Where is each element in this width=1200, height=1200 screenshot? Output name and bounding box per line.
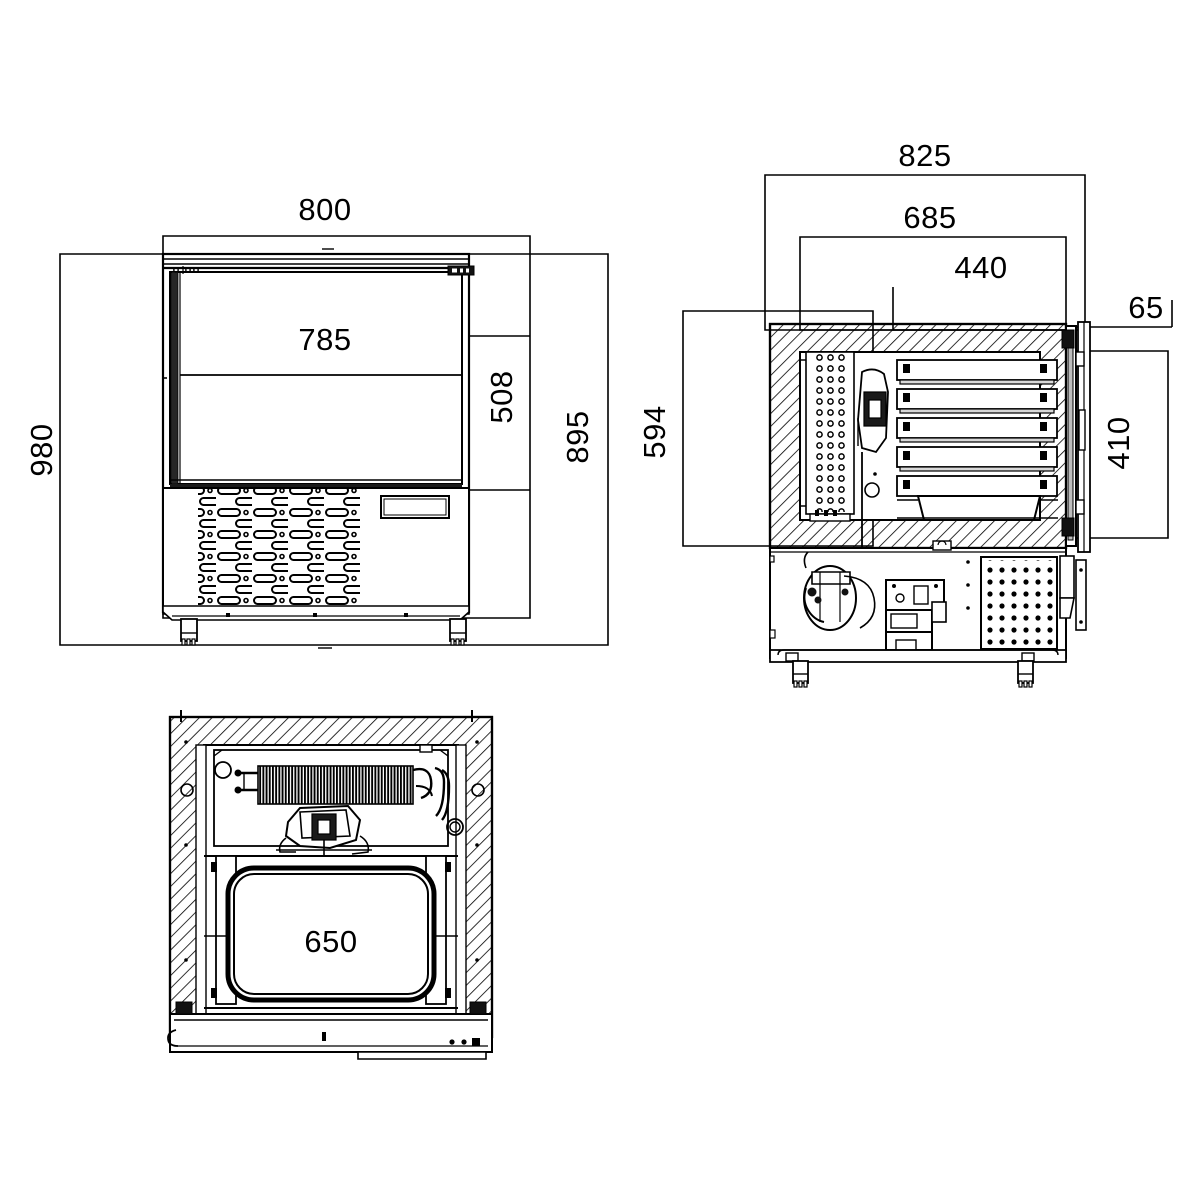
dim-bracket-410 [1070,350,1169,539]
side-section-view: 825 685 440 65 594 410 [637,138,1173,688]
dim-label-685: 685 [903,200,956,235]
side-service-panel [1059,555,1087,631]
dim-label-895: 895 [560,410,595,463]
side-leg-right [1017,660,1034,688]
tray-shelf [896,417,1058,443]
plan-front-frame [167,1001,493,1060]
dim-label-980: 980 [24,423,59,476]
dim-label-440: 440 [954,250,1007,285]
tray-shelf [896,388,1058,414]
front-condenser-grille [198,488,360,606]
front-door-panel[interactable] [169,271,463,488]
dim-label-785: 785 [298,322,351,357]
front-leg-right [449,618,467,646]
dim-label-410: 410 [1101,416,1136,469]
dim-label-825: 825 [898,138,951,173]
side-door-leaf[interactable] [1061,321,1091,553]
side-tray-stack [896,359,1058,521]
side-compressor [803,551,876,631]
front-elevation-view: 800 785 980 895 508 [24,192,609,649]
tray-shelf [896,446,1058,472]
dim-label-800: 800 [298,192,351,227]
plan-evaporator-coil [234,765,451,821]
dim-bracket-825 [764,174,1086,331]
side-leg-left [792,660,809,688]
plan-fan-shroud [276,804,372,856]
front-control-display[interactable] [447,265,475,276]
front-leg-left [180,618,198,646]
side-drip-pan [916,495,1042,521]
front-base-and-legs [162,605,470,649]
dim-label-650: 650 [304,924,357,959]
dim-label-508: 508 [484,370,519,423]
plan-door-gasket[interactable] [204,865,458,1003]
front-name-plate [380,495,450,519]
side-base-and-legs [769,555,1067,688]
tray-shelf [896,359,1058,385]
tray-shelf [896,475,1058,497]
dim-label-65: 65 [1128,290,1163,325]
dim-label-594: 594 [637,405,672,458]
front-top-fascia-hardware [173,266,199,274]
side-fan-assembly [857,368,889,548]
side-electrical-box [885,560,970,651]
side-condenser-grille [980,556,1058,650]
plan-section-view: 650 [167,710,494,1060]
dim-bracket-685 [799,236,1067,331]
side-evaporator-panel [799,351,855,522]
